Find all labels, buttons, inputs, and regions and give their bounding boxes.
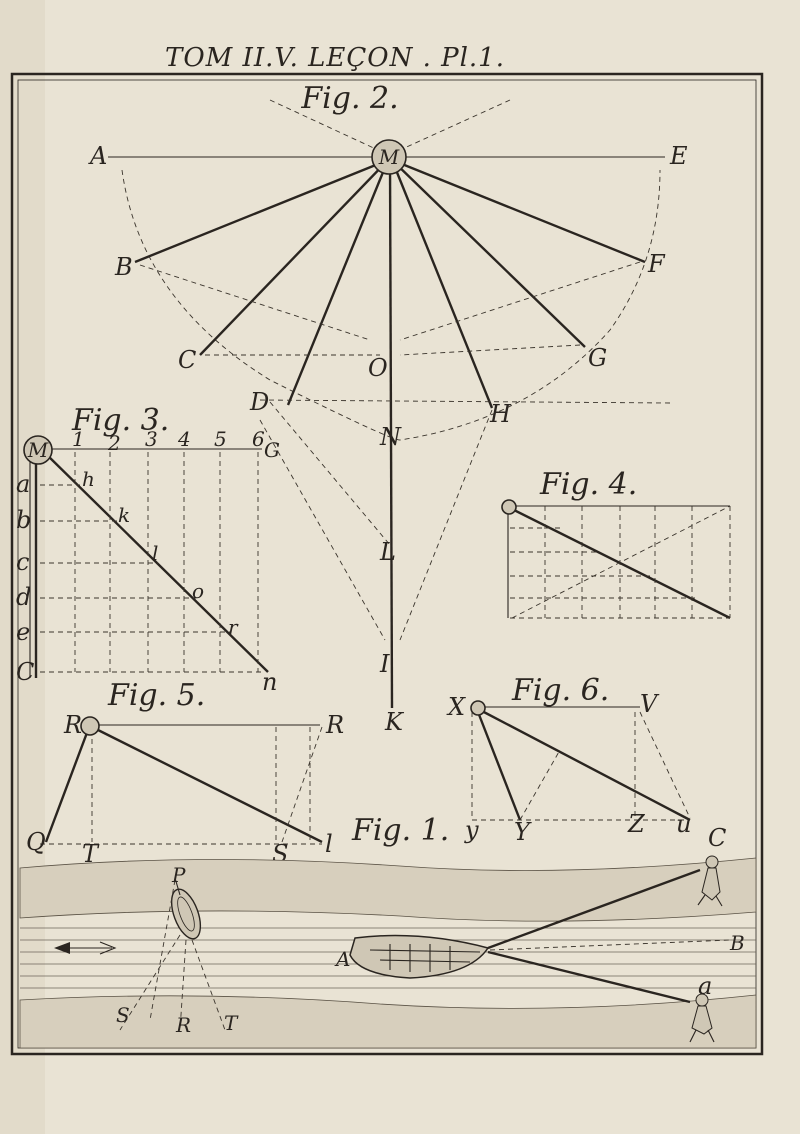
fig3-side-e: e <box>16 618 30 646</box>
fig6-label-u: u <box>676 810 691 838</box>
fig1-label-c: C <box>708 824 726 852</box>
plate-title: TOM II.V. LEÇON . Pl.1. <box>165 43 505 73</box>
current-arrow <box>54 941 117 955</box>
fig3-label-g: G <box>264 438 280 462</box>
fig5-label-r: R <box>63 711 82 739</box>
fig2-label-m: M <box>378 145 400 169</box>
fig3-side-d: d <box>16 583 31 611</box>
fig5-label-l: l <box>325 830 333 858</box>
fig1-label-a: A <box>334 947 350 971</box>
fig3-num-5: 5 <box>214 427 227 451</box>
fig2-arc <box>121 169 661 441</box>
fig3-label-n: n <box>262 668 277 696</box>
fig6-caption: Fig. 6. <box>511 673 609 708</box>
fig1-caption: Fig. 1. <box>351 813 449 848</box>
fig5-ball-r <box>80 716 100 736</box>
fig3-diag-l: l <box>152 541 158 565</box>
fig2-strings <box>134 158 646 709</box>
fig3-side-c: c <box>16 548 29 576</box>
fig2-label-g: G <box>588 344 607 372</box>
fig5-label-r2: R <box>325 711 344 739</box>
fig2-caption: Fig. 2. <box>300 81 398 116</box>
fig3-side-a: a <box>16 470 30 498</box>
figure-6: Fig. 6. X V y Y Z u <box>446 673 691 846</box>
fig2-label-o: O <box>368 354 388 382</box>
fig2-label-b: B <box>114 253 133 281</box>
plate-frame <box>10 72 764 1056</box>
figure-4: Fig. 4. <box>501 467 731 620</box>
fig5-diagonal <box>91 725 323 844</box>
fig2-label-h: H <box>489 400 512 428</box>
fig1-label-t: T <box>224 1011 239 1035</box>
fig2-label-n: N <box>379 423 402 451</box>
fig2-label-d: D <box>249 388 269 416</box>
fig3-side-b: b <box>16 506 31 534</box>
figure-1: Fig. 1. <box>19 813 757 1049</box>
fig1-label-r: R <box>175 1013 191 1037</box>
fig3-ball-m <box>23 435 53 465</box>
fig2-label-k: K <box>384 708 405 736</box>
fig2-label-l: L <box>379 538 396 566</box>
fig1-label-s: S <box>116 1003 130 1027</box>
fig1-label-p: P <box>171 863 186 887</box>
fig6-label-y-lower: y <box>464 816 479 844</box>
fig3-caption: Fig. 3. <box>71 403 169 438</box>
lower-tower-figure <box>689 993 715 1043</box>
fig1-label-b: B <box>729 931 745 955</box>
fig5-label-t: T <box>82 840 100 868</box>
figure-5: Fig. 5. R R Q T S l <box>26 678 344 868</box>
fig3-num-6: 6 <box>252 427 265 451</box>
large-boat <box>349 934 490 979</box>
binding-shadow <box>0 0 45 1134</box>
upper-tower-figure <box>697 855 723 907</box>
river-far-bank <box>19 857 757 922</box>
fig3-label-c: C <box>16 658 34 686</box>
fig3-diag-h: h <box>82 467 95 491</box>
fig6-ball-x <box>470 700 486 716</box>
fig3-num-2: 2 <box>107 431 121 455</box>
fig4-diagonal <box>511 507 731 620</box>
figure-3: Fig. 3. M 1 2 3 4 5 6 G a b c <box>16 403 280 696</box>
fig3-diag-k: k <box>118 503 130 527</box>
fig5-caption: Fig. 5. <box>107 678 205 713</box>
fig1-label-a-lower: a <box>698 972 712 1000</box>
small-boat <box>170 888 202 940</box>
fig3-diag-o: o <box>192 579 204 603</box>
fig4-ball <box>501 499 517 515</box>
tow-rope-upper <box>487 868 701 950</box>
fig3-label-m: M <box>27 438 49 462</box>
fig3-diagonal <box>43 451 269 673</box>
fig3-num-1: 1 <box>72 427 85 451</box>
figure-2: Fig. 2. M A E B F <box>88 81 688 736</box>
fig2-label-i: I <box>379 650 390 678</box>
fig3-num-4: 4 <box>177 427 191 451</box>
fig4-caption: Fig. 4. <box>539 467 637 502</box>
fig2-label-a: A <box>88 142 107 170</box>
fig6-label-v: V <box>640 690 660 718</box>
fig2-label-f: F <box>647 250 666 278</box>
fig2-label-c: C <box>178 346 196 374</box>
fig2-ball-m <box>371 139 407 175</box>
fig6-label-y-upper: Y <box>514 818 532 846</box>
fig5-label-q: Q <box>26 828 46 856</box>
fig6-label-x: X <box>446 693 466 721</box>
fig3-num-3: 3 <box>145 427 158 451</box>
fig2-label-e: E <box>669 142 688 170</box>
fig3-diag-r: r <box>228 615 239 639</box>
tow-rope-lower <box>487 950 691 1004</box>
fig6-label-z: Z <box>627 810 646 838</box>
fig6-diagonal <box>479 708 691 822</box>
